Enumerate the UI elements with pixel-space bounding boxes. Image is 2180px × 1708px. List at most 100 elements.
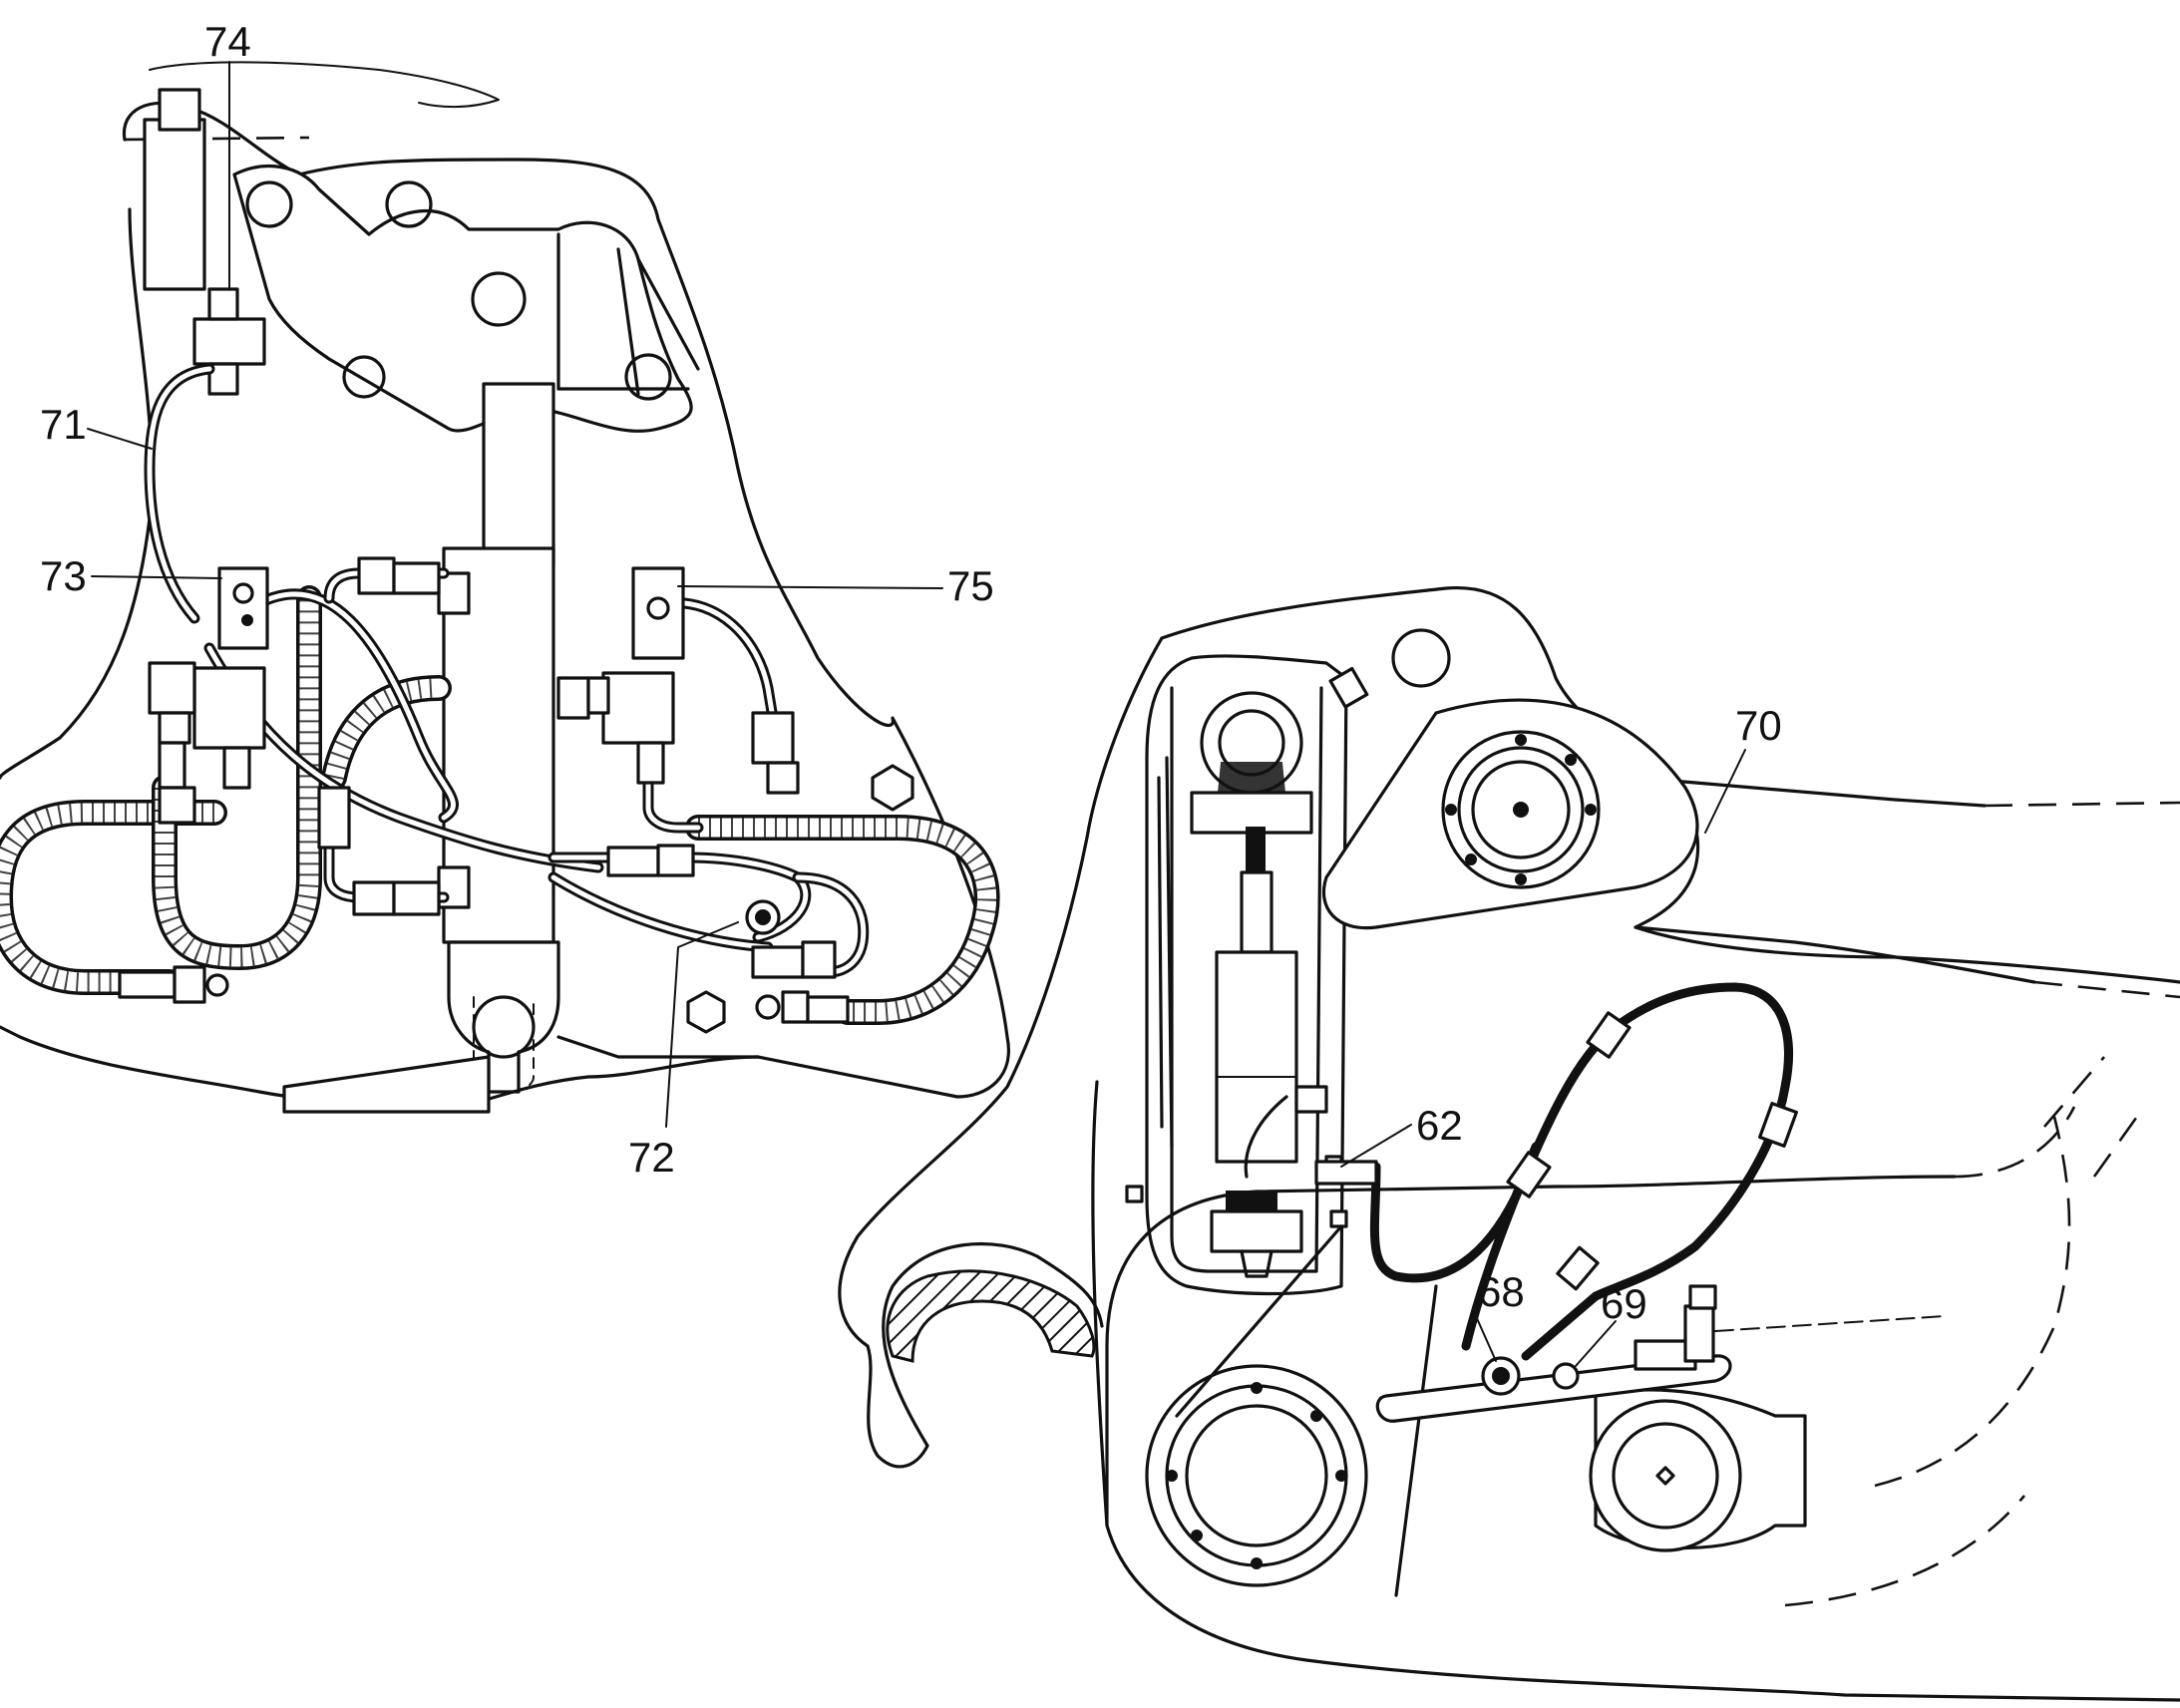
hose-end-right-nut-2 — [806, 995, 850, 1024]
label-71: 71 — [40, 401, 87, 448]
right-lower-outline — [838, 636, 1164, 1469]
upper-bracket-plate — [232, 164, 693, 433]
fitting-top-1 — [357, 556, 396, 595]
fitting-hose-mid — [317, 786, 351, 850]
right-plate-dashed-top — [1984, 801, 2180, 808]
lock-dashed-rail — [1714, 1315, 1946, 1332]
cylinder-barrel — [1215, 950, 1298, 1164]
hose-clamp-1 — [1586, 1011, 1632, 1059]
bracket-hole-3 — [471, 271, 527, 327]
connector-plug-lower-tip — [801, 940, 837, 979]
label-70: 70 — [1735, 702, 1782, 749]
lock-fitting-2 — [1683, 1304, 1715, 1363]
leader-75 — [677, 585, 943, 589]
right-lower-body — [1091, 1080, 2180, 1702]
pipe-lower-curve — [547, 871, 774, 953]
housing-bolt-2 — [1125, 1185, 1144, 1203]
right-lower-frame — [1105, 1175, 1957, 1528]
hose-end-left-eye — [205, 973, 229, 997]
label-69: 69 — [1601, 1280, 1647, 1327]
bracket-hole-1 — [245, 180, 293, 228]
base-plate-right — [556, 1035, 760, 1059]
left-body-inner-edge — [0, 207, 154, 780]
cylinder-side-fitting — [1294, 1085, 1328, 1114]
hose-clamp-2 — [1758, 1102, 1798, 1148]
valve-block-right — [601, 671, 675, 745]
pin-crossbar — [1190, 791, 1313, 835]
label-75: 75 — [947, 562, 994, 609]
right-plate-edge-top — [1634, 776, 1987, 808]
cylinder-base-foot — [1240, 1249, 1273, 1278]
valve-74-mount — [192, 317, 266, 366]
valve-block-right-port — [586, 676, 610, 715]
cylinder-housing-outer — [1145, 654, 1348, 1296]
bracket-rear-lines — [556, 232, 700, 396]
lower-pivot-inner — [1185, 1404, 1328, 1547]
fitting-under-block — [222, 746, 251, 790]
upper-small-hole — [1391, 628, 1451, 688]
valve-block-left — [192, 666, 266, 750]
cylinder-base-cap — [1226, 1191, 1277, 1212]
cylinder-rod — [1240, 870, 1273, 954]
left-top-sketch-curve — [149, 61, 500, 109]
valve-73-knob — [232, 582, 254, 604]
fitting-left-1 — [158, 711, 191, 745]
pivot-disc-core — [1471, 760, 1571, 859]
right-dashed-diagonal-2 — [2092, 1106, 2146, 1178]
pivot-disc-inner — [1457, 746, 1585, 873]
fitting-left-2 — [158, 741, 186, 790]
connector-plug-lower — [751, 945, 805, 979]
label-74: 74 — [204, 18, 251, 65]
leader-69 — [1575, 1320, 1617, 1367]
leader-70 — [1704, 749, 1746, 834]
lock-fitting-3 — [1688, 1284, 1717, 1310]
housing-bolt-3 — [1329, 1209, 1348, 1228]
hook-hatched-section — [886, 1269, 1096, 1363]
leader-73 — [91, 575, 222, 579]
lower-clevis — [447, 940, 560, 1094]
fitting-bottom-2 — [392, 880, 441, 916]
hose-end-right-eye — [755, 994, 781, 1020]
fitting-right-down — [636, 741, 665, 785]
leader-68 — [1475, 1315, 1497, 1362]
leader-71 — [87, 428, 153, 450]
hose-end-left-nut — [173, 965, 206, 1004]
cylinder-hose-loop — [1244, 1095, 1288, 1179]
rod-head — [1246, 827, 1266, 873]
fitting-cylinder-right — [556, 676, 590, 720]
leader-72 — [665, 921, 739, 1128]
bracket-hole-2 — [385, 180, 433, 228]
reference-labels: 74 71 73 75 72 70 62 68 69 — [40, 18, 1782, 1327]
lower-pivot-outer — [1145, 1364, 1368, 1587]
label-73: 73 — [40, 552, 87, 599]
valve-block-side — [148, 661, 196, 715]
hose-end-left — [118, 970, 177, 999]
housing-top-clip — [1328, 666, 1369, 709]
right-diagonal-link — [1175, 1224, 1438, 1597]
cylinder-base-block — [1210, 1209, 1303, 1253]
hose-62 — [1369, 982, 1793, 1361]
pivot-center — [1513, 802, 1529, 818]
hose-clamp-3 — [1506, 1151, 1552, 1198]
valve-74-body — [143, 118, 206, 291]
hose-end-right-nut-1 — [781, 990, 810, 1024]
connector-plug-mid-tip — [656, 844, 695, 877]
fitting-bottom-1 — [352, 880, 396, 916]
right-dashed-curve-2 — [1874, 1116, 2071, 1488]
valve-74-cap — [158, 88, 201, 132]
bracket-hole-5 — [624, 353, 672, 401]
central-rod — [482, 382, 555, 565]
valve-74-fitting — [207, 287, 239, 321]
right-plate-edge-mid — [1634, 925, 2036, 984]
right-dashed-diagonal-1 — [2043, 1056, 2105, 1128]
lower-right-pivot-mark — [1655, 1466, 1675, 1486]
lower-right-pivot-inner — [1612, 1422, 1719, 1530]
connector-plug-upper-tip — [766, 761, 800, 795]
right-dashed-curve-1 — [1954, 1106, 2076, 1179]
cylinder-port-top — [437, 571, 471, 615]
label-72: 72 — [628, 1134, 675, 1181]
hex-nut-right — [871, 764, 914, 812]
bracket-hole-4 — [342, 355, 386, 399]
base-plate — [282, 1055, 491, 1114]
